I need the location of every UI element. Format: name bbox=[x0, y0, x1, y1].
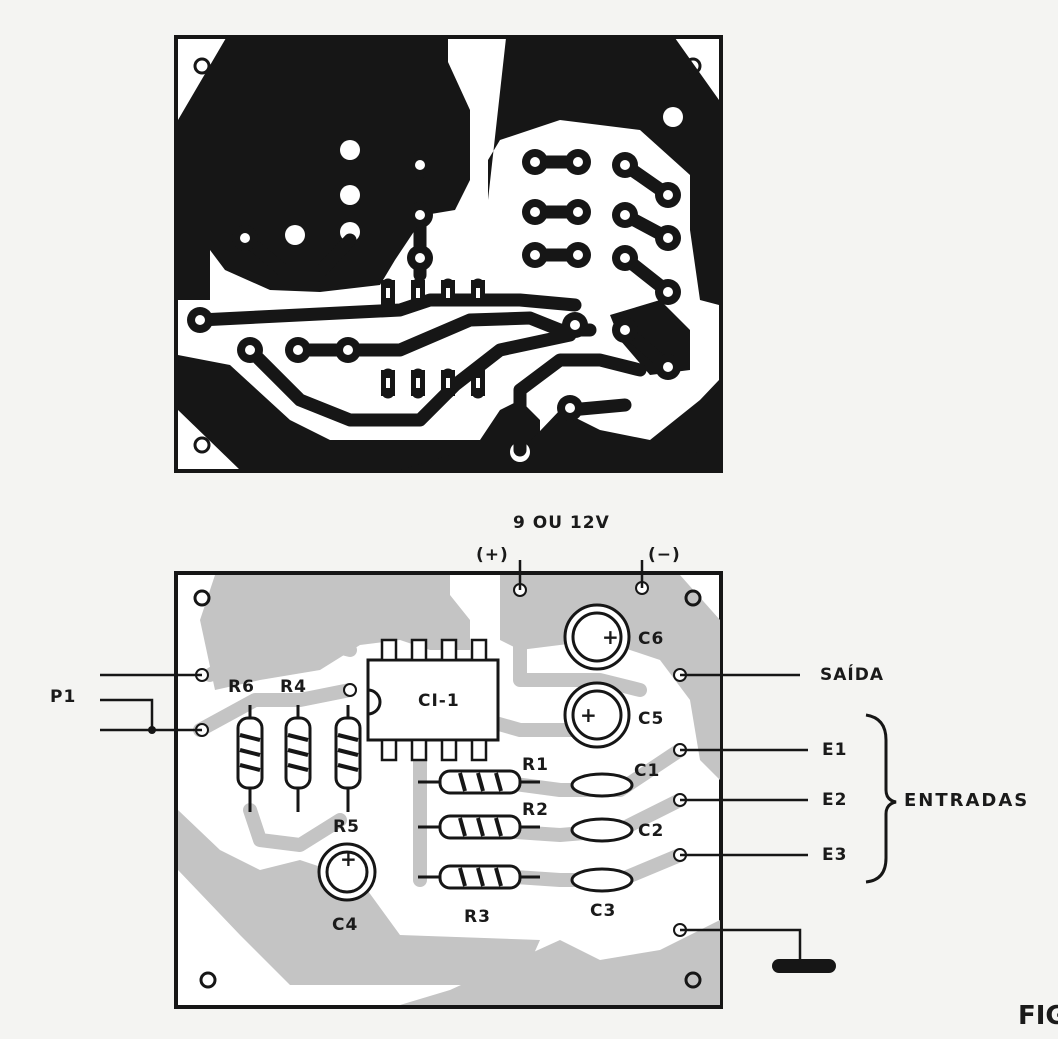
capacitor-label-c3: C3 bbox=[590, 901, 616, 921]
copper-pour-bottom-left bbox=[178, 355, 540, 470]
resistor-label-r2: R2 bbox=[522, 800, 549, 820]
plus-terminal-label: (+) bbox=[476, 545, 509, 565]
mounting-holes-top bbox=[193, 57, 702, 454]
copper-pour-right bbox=[488, 38, 719, 305]
output-label: SAÍDA bbox=[820, 663, 884, 685]
electrolytic-capacitors: + + + bbox=[317, 603, 631, 902]
pcb-component-view: CI-1 bbox=[50, 513, 1029, 1009]
capacitor-label-c4: C4 bbox=[332, 915, 358, 935]
copper-pads bbox=[187, 149, 681, 421]
ic-label: CI-1 bbox=[418, 691, 460, 711]
external-wiring bbox=[100, 560, 897, 965]
ceramic-capacitors bbox=[570, 772, 634, 893]
input-label-e2: E2 bbox=[822, 790, 847, 810]
inputs-group-label: ENTRADAS bbox=[904, 790, 1029, 811]
svg-text:+: + bbox=[580, 703, 597, 727]
supply-label: 9 OU 12V bbox=[513, 513, 610, 533]
input-label-e1: E1 bbox=[822, 740, 847, 760]
capacitor-label-c1: C1 bbox=[634, 761, 660, 781]
capacitor-label-c5: C5 bbox=[638, 709, 664, 729]
vertical-resistors bbox=[236, 705, 362, 812]
resistor-label-r6: R6 bbox=[228, 677, 255, 697]
resistor-label-r1: R1 bbox=[522, 755, 549, 775]
capacitor-label-c6: C6 bbox=[638, 629, 664, 649]
capacitor-label-c2: C2 bbox=[638, 821, 664, 841]
input-label-e3: E3 bbox=[822, 845, 847, 865]
svg-text:+: + bbox=[340, 847, 357, 871]
horizontal-resistors bbox=[418, 769, 540, 890]
svg-text:+: + bbox=[602, 625, 619, 649]
mounting-holes-bottom bbox=[193, 589, 702, 989]
pcb-copper-view bbox=[174, 35, 723, 473]
resistor-label-r4: R4 bbox=[280, 677, 307, 697]
copper-pour-bottom-right bbox=[400, 380, 719, 470]
resistor-label-r3: R3 bbox=[464, 907, 491, 927]
pot-label: P1 bbox=[50, 687, 76, 707]
wire-junction bbox=[148, 726, 156, 734]
minus-terminal-label: (−) bbox=[648, 545, 681, 565]
figure-caption: FIG bbox=[1018, 1001, 1058, 1031]
ground-symbol bbox=[772, 959, 836, 973]
ic-ci1: CI-1 bbox=[366, 638, 500, 762]
resistor-label-r5: R5 bbox=[333, 817, 360, 837]
